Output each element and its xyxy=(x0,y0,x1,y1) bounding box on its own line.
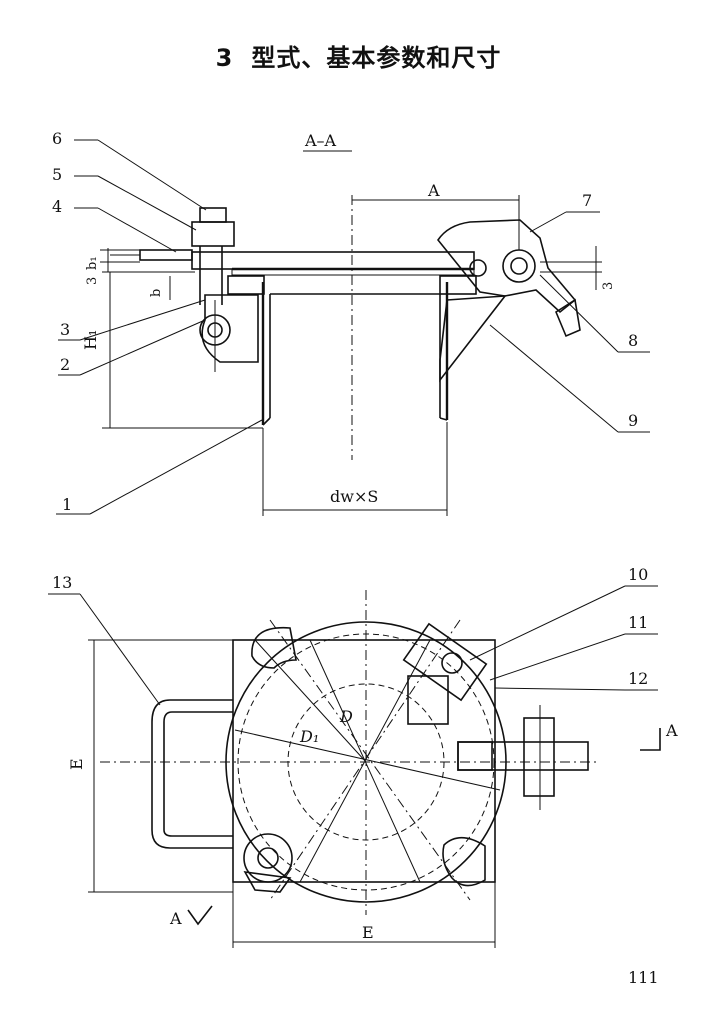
hinge-bracket-left xyxy=(201,294,259,363)
latch-body xyxy=(439,295,507,383)
latch-roller xyxy=(469,259,487,277)
hinge-rod xyxy=(457,741,589,771)
lug-bottom-left-eye xyxy=(243,833,293,883)
section-number: 3 xyxy=(215,44,234,72)
dim-e-vertical: E xyxy=(67,758,86,770)
leader-9 xyxy=(489,324,619,433)
lug-bottom-right xyxy=(442,836,486,887)
leader-3 xyxy=(79,299,206,341)
plan-view: D D₁ E E A A xyxy=(48,565,678,948)
section-view-aa: A–A xyxy=(52,129,650,516)
section-arrow-top xyxy=(640,728,661,751)
clamp-hatch xyxy=(407,675,449,725)
part-label-12: 12 xyxy=(628,669,648,688)
part-label-5: 5 xyxy=(52,165,62,184)
part-label-13: 13 xyxy=(52,573,72,592)
part-label-7: 7 xyxy=(582,191,592,210)
ray-2 xyxy=(309,639,421,883)
page-number: 111 xyxy=(628,968,659,987)
pipe-bottom-right xyxy=(439,417,448,421)
bolt-nut xyxy=(191,221,235,247)
page-title: 3 型式、基本参数和尺寸 xyxy=(0,38,717,73)
section-heading: 型式、基本参数和尺寸 xyxy=(251,44,502,72)
d-line xyxy=(254,639,367,763)
leader-1 xyxy=(89,419,263,515)
dim-e-horizontal: E xyxy=(362,923,374,942)
leader-5 xyxy=(97,175,197,231)
d1-line xyxy=(234,729,501,791)
pipe-bottom-left xyxy=(262,417,271,426)
section-marker-bottom: A xyxy=(169,909,182,928)
part-label-8: 8 xyxy=(628,331,638,350)
part-label-3: 3 xyxy=(60,320,70,339)
hinge-rod-hatch xyxy=(457,741,493,771)
leader-4 xyxy=(97,207,177,253)
dim-three-left: 3 xyxy=(85,277,100,285)
dim-b1: b₁ xyxy=(85,256,100,270)
square-body xyxy=(232,639,496,883)
part-label-10: 10 xyxy=(628,565,648,584)
section-label: A–A xyxy=(304,131,337,150)
dim-h1: H₁ xyxy=(81,330,100,350)
clamp-bolt xyxy=(441,652,463,674)
flange-left xyxy=(227,275,265,295)
dim-b: b xyxy=(149,289,164,297)
dim-a: A xyxy=(427,181,440,200)
diagonal-1 xyxy=(269,619,471,901)
cover-plate xyxy=(191,251,475,270)
gasket xyxy=(231,268,475,276)
leader-7 xyxy=(529,211,567,233)
hinge-nut xyxy=(523,717,555,797)
section-arrow-bottom xyxy=(187,905,213,926)
part-label-1: 1 xyxy=(62,495,72,514)
clamp-block xyxy=(402,622,488,702)
lug-bottom-left-bolt xyxy=(257,847,279,869)
dim-three-right: 3 xyxy=(601,282,616,290)
washer-pin xyxy=(139,249,193,261)
leader-8 xyxy=(539,274,619,353)
lug-bottom-left-base xyxy=(243,870,292,893)
leader-10 xyxy=(469,585,626,661)
dim-d1: D₁ xyxy=(299,727,319,746)
leader-11 xyxy=(489,633,626,681)
leader-13 xyxy=(79,593,161,706)
latch-pivot xyxy=(502,249,536,283)
part-label-4: 4 xyxy=(52,197,62,216)
bolt-head xyxy=(199,207,227,223)
leader-6 xyxy=(97,139,207,211)
handle-inner xyxy=(163,711,233,837)
dim-dws: dw×S xyxy=(330,487,378,506)
part-label-6: 6 xyxy=(52,129,62,148)
dim-d: D xyxy=(339,707,353,726)
part-label-9: 9 xyxy=(628,411,638,430)
handle-outer xyxy=(151,699,233,849)
latch-arm xyxy=(437,219,577,314)
leader-2 xyxy=(79,319,206,376)
section-marker-top: A xyxy=(665,721,678,740)
flange-right xyxy=(439,275,477,295)
latch-pivot-pin xyxy=(510,257,528,275)
lug-top-left xyxy=(251,626,297,669)
part-label-2: 2 xyxy=(60,355,70,374)
part-label-11: 11 xyxy=(628,613,648,632)
leader-12 xyxy=(494,687,626,691)
